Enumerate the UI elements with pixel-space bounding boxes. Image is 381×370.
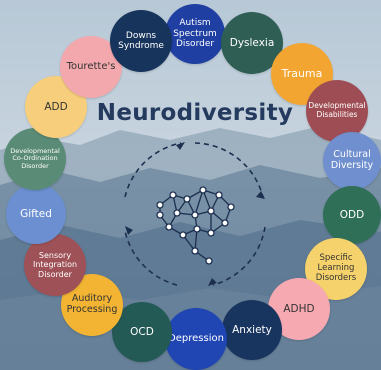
condition-label: Tourette's xyxy=(66,61,116,73)
condition-label: ODD xyxy=(339,208,365,221)
condition-downs-syndrome: Downs Syndrome xyxy=(110,10,172,72)
condition-label: OCD xyxy=(130,325,154,338)
condition-cultural-diversity: Cultural Diversity xyxy=(323,132,381,190)
condition-anxiety: Anxiety xyxy=(222,300,282,360)
condition-auditory-processing: Auditory Processing xyxy=(61,274,123,336)
condition-developmental-disabilities: Developmental Disabilities xyxy=(306,80,368,142)
condition-label: ADHD xyxy=(283,302,315,315)
condition-label: Developmental Co-Ordination Disorder xyxy=(10,146,60,170)
condition-label: Dyslexia xyxy=(229,36,275,49)
condition-label: Specific Learning Disorders xyxy=(315,253,357,283)
condition-label: Anxiety xyxy=(232,323,272,336)
condition-label: Cultural Diversity xyxy=(330,149,374,171)
page-title: Neurodiversity xyxy=(96,100,294,126)
condition-depression: Depression xyxy=(165,308,227,370)
condition-trauma: Trauma xyxy=(271,43,333,105)
condition-label: ADD xyxy=(44,100,68,113)
condition-label: Depression xyxy=(168,333,224,345)
condition-gifted: Gifted xyxy=(6,184,66,244)
condition-label: Developmental Disabilities xyxy=(308,101,366,119)
condition-label: Trauma xyxy=(281,66,323,80)
condition-label: Autism Spectrum Disorder xyxy=(173,18,217,50)
condition-label: Sensory Integration Disorder xyxy=(32,251,78,279)
condition-label: Auditory Processing xyxy=(66,293,118,315)
condition-sensory-integration-disorder: Sensory Integration Disorder xyxy=(24,234,86,296)
condition-odd: ODD xyxy=(323,186,381,244)
condition-label: Gifted xyxy=(20,207,52,220)
condition-autism: Autism Spectrum Disorder xyxy=(165,4,225,64)
condition-developmental-coordination-disorder: Developmental Co-Ordination Disorder xyxy=(4,128,66,190)
condition-label: Downs Syndrome xyxy=(118,30,164,51)
brain-network-icon xyxy=(124,142,266,286)
